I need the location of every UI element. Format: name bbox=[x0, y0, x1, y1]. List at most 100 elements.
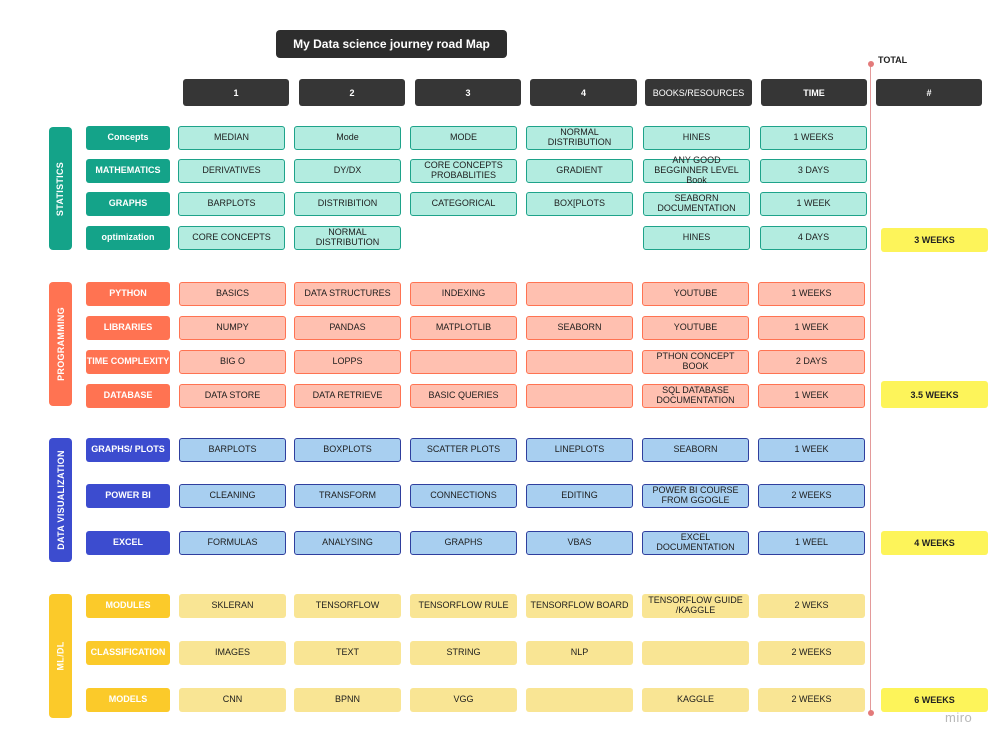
time-cell[interactable]: 1 WEEKS bbox=[758, 282, 865, 306]
resource-cell[interactable]: TENSORFLOW GUIDE /KAGGLE bbox=[642, 594, 749, 618]
column-header-6[interactable]: TIME bbox=[761, 79, 867, 106]
resource-cell[interactable]: YOUTUBE bbox=[642, 282, 749, 306]
topic-cell[interactable]: BASICS bbox=[179, 282, 286, 306]
column-header-3[interactable]: 3 bbox=[415, 79, 521, 106]
topic-cell[interactable]: EDITING bbox=[526, 484, 633, 508]
topic-cell[interactable]: Mode bbox=[294, 126, 401, 150]
topic-cell[interactable]: NUMPY bbox=[179, 316, 286, 340]
section-total[interactable]: 6 WEEKS bbox=[881, 688, 988, 712]
resource-cell[interactable]: YOUTUBE bbox=[642, 316, 749, 340]
row-label[interactable]: MODELS bbox=[86, 688, 170, 712]
row-label[interactable]: POWER BI bbox=[86, 484, 170, 508]
row-label[interactable]: LIBRARIES bbox=[86, 316, 170, 340]
section-tab-programming[interactable]: PROGRAMMING bbox=[49, 282, 72, 406]
time-cell[interactable]: 2 WEKS bbox=[758, 594, 865, 618]
topic-cell[interactable]: BARPLOTS bbox=[178, 192, 285, 216]
row-label[interactable]: Concepts bbox=[86, 126, 170, 150]
total-divider-line[interactable] bbox=[870, 64, 871, 714]
time-cell[interactable]: 3 DAYS bbox=[760, 159, 867, 183]
row-label[interactable]: CLASSIFICATION bbox=[86, 641, 170, 665]
row-label[interactable]: EXCEL bbox=[86, 531, 170, 555]
topic-cell[interactable]: LINEPLOTS bbox=[526, 438, 633, 462]
topic-cell[interactable]: BASIC QUERIES bbox=[410, 384, 517, 408]
topic-cell[interactable]: SKLERAN bbox=[179, 594, 286, 618]
resource-cell[interactable] bbox=[642, 641, 749, 665]
section-total[interactable]: 3.5 WEEKS bbox=[881, 381, 988, 408]
resource-cell[interactable]: SEABORN DOCUMENTATION bbox=[643, 192, 750, 216]
column-header-5[interactable]: BOOKS/RESOURCES bbox=[645, 79, 752, 106]
time-cell[interactable]: 2 DAYS bbox=[758, 350, 865, 374]
topic-cell[interactable]: CLEANING bbox=[179, 484, 286, 508]
topic-cell[interactable]: BPNN bbox=[294, 688, 401, 712]
topic-cell[interactable]: STRING bbox=[410, 641, 517, 665]
topic-cell[interactable]: BARPLOTS bbox=[179, 438, 286, 462]
row-label[interactable]: TIME COMPLEXITY bbox=[86, 350, 170, 374]
topic-cell[interactable]: CNN bbox=[179, 688, 286, 712]
section-tab-data-visualization[interactable]: DATA VISUALIZATION bbox=[49, 438, 72, 562]
topic-cell[interactable]: VGG bbox=[410, 688, 517, 712]
row-label[interactable]: GRAPHS bbox=[86, 192, 170, 216]
section-tab-ml-dl[interactable]: ML/DL bbox=[49, 594, 72, 718]
page-title[interactable]: My Data science journey road Map bbox=[276, 30, 507, 58]
topic-cell[interactable]: TENSORFLOW RULE bbox=[410, 594, 517, 618]
topic-cell[interactable]: GRAPHS bbox=[410, 531, 517, 555]
topic-cell[interactable]: ANALYSING bbox=[294, 531, 401, 555]
topic-cell[interactable]: FORMULAS bbox=[179, 531, 286, 555]
row-label[interactable]: GRAPHS/ PLOTS bbox=[86, 438, 170, 462]
column-header-4[interactable]: 4 bbox=[530, 79, 637, 106]
topic-cell[interactable]: NORMAL DISTRIBUTION bbox=[526, 126, 633, 150]
topic-cell[interactable] bbox=[410, 350, 517, 374]
topic-cell[interactable]: DATA STRUCTURES bbox=[294, 282, 401, 306]
topic-cell[interactable]: CONNECTIONS bbox=[410, 484, 517, 508]
topic-cell[interactable]: CATEGORICAL bbox=[410, 192, 517, 216]
row-label[interactable]: optimization bbox=[86, 226, 170, 250]
topic-cell[interactable]: TENSORFLOW bbox=[294, 594, 401, 618]
topic-cell[interactable]: SEABORN bbox=[526, 316, 633, 340]
topic-cell[interactable]: DY/DX bbox=[294, 159, 401, 183]
time-cell[interactable]: 1 WEEK bbox=[758, 384, 865, 408]
total-line-top-dot[interactable] bbox=[868, 61, 874, 67]
resource-cell[interactable]: PTHON CONCEPT BOOK bbox=[642, 350, 749, 374]
topic-cell[interactable]: IMAGES bbox=[179, 641, 286, 665]
topic-cell[interactable] bbox=[526, 350, 633, 374]
topic-cell[interactable]: CORE CONCEPTS PROBABLITIES bbox=[410, 159, 517, 183]
topic-cell[interactable]: BOXPLOTS bbox=[294, 438, 401, 462]
time-cell[interactable]: 2 WEEKS bbox=[758, 641, 865, 665]
total-line-bottom-dot[interactable] bbox=[868, 710, 874, 716]
topic-cell[interactable]: DATA STORE bbox=[179, 384, 286, 408]
section-tab-statistics[interactable]: STATISTICS bbox=[49, 127, 72, 250]
topic-cell[interactable]: CORE CONCEPTS bbox=[178, 226, 285, 250]
topic-cell[interactable] bbox=[526, 282, 633, 306]
topic-cell[interactable]: LOPPS bbox=[294, 350, 401, 374]
topic-cell[interactable]: DISTRIBITION bbox=[294, 192, 401, 216]
topic-cell[interactable]: VBAS bbox=[526, 531, 633, 555]
topic-cell[interactable] bbox=[526, 384, 633, 408]
time-cell[interactable]: 1 WEEK bbox=[758, 438, 865, 462]
time-cell[interactable]: 2 WEEKS bbox=[758, 688, 865, 712]
row-label[interactable]: DATABASE bbox=[86, 384, 170, 408]
topic-cell[interactable]: NLP bbox=[526, 641, 633, 665]
resource-cell[interactable]: EXCEL DOCUMENTATION bbox=[642, 531, 749, 555]
resource-cell[interactable]: HINES bbox=[643, 126, 750, 150]
topic-cell[interactable]: INDEXING bbox=[410, 282, 517, 306]
resource-cell[interactable]: SEABORN bbox=[642, 438, 749, 462]
topic-cell[interactable]: NORMAL DISTRIBUTION bbox=[294, 226, 401, 250]
topic-cell[interactable]: SCATTER PLOTS bbox=[410, 438, 517, 462]
column-header-2[interactable]: 2 bbox=[299, 79, 405, 106]
topic-cell[interactable]: MODE bbox=[410, 126, 517, 150]
topic-cell[interactable]: BOX[PLOTS bbox=[526, 192, 633, 216]
time-cell[interactable]: 1 WEEKS bbox=[760, 126, 867, 150]
column-header-1[interactable]: 1 bbox=[183, 79, 289, 106]
resource-cell[interactable]: ANY GOOD BEGGINNER LEVEL Book bbox=[643, 155, 750, 185]
time-cell[interactable]: 2 WEEKS bbox=[758, 484, 865, 508]
resource-cell[interactable]: HINES bbox=[643, 226, 750, 250]
section-total[interactable]: 3 WEEKS bbox=[881, 228, 988, 252]
topic-cell[interactable]: MEDIAN bbox=[178, 126, 285, 150]
row-label[interactable]: MATHEMATICS bbox=[86, 159, 170, 183]
topic-cell[interactable]: TEXT bbox=[294, 641, 401, 665]
topic-cell[interactable] bbox=[526, 688, 633, 712]
topic-cell[interactable]: DATA RETRIEVE bbox=[294, 384, 401, 408]
row-label[interactable]: MODULES bbox=[86, 594, 170, 618]
resource-cell[interactable]: KAGGLE bbox=[642, 688, 749, 712]
row-label[interactable]: PYTHON bbox=[86, 282, 170, 306]
